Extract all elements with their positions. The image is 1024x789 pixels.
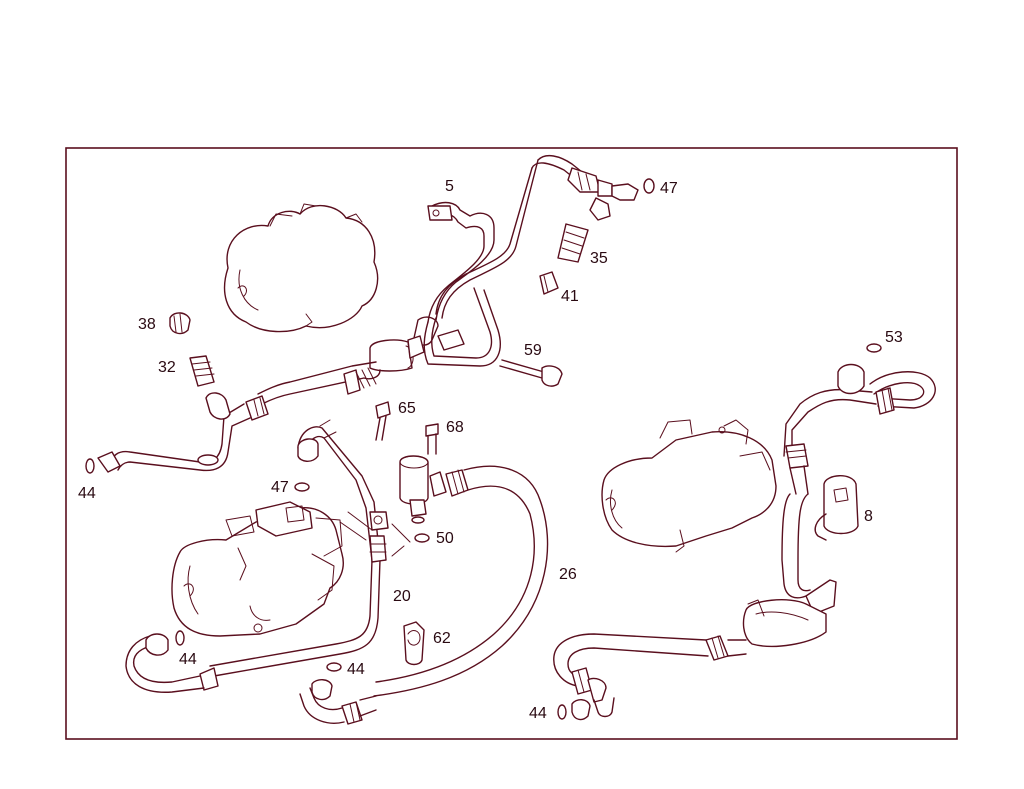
callout-38: 38 bbox=[138, 316, 156, 333]
diagram-frame bbox=[65, 147, 958, 740]
line-20 bbox=[125, 419, 389, 693]
callout-41: 41 bbox=[561, 288, 579, 305]
callout-68: 68 bbox=[446, 419, 464, 436]
pipe-assembly-5 bbox=[413, 154, 639, 367]
washer-44-right bbox=[557, 704, 567, 720]
compressor-top bbox=[223, 203, 379, 333]
callout-44-left: 44 bbox=[78, 485, 96, 502]
callout-35: 35 bbox=[590, 250, 608, 267]
clip-62 bbox=[403, 621, 425, 666]
callout-44-right: 44 bbox=[529, 705, 547, 722]
suction-line-top bbox=[97, 312, 425, 473]
callout-44-mid: 44 bbox=[179, 651, 197, 668]
compressor-bottom-left bbox=[171, 501, 344, 637]
washer-47-top bbox=[643, 178, 655, 194]
callout-50: 50 bbox=[436, 530, 454, 547]
washers bbox=[85, 178, 882, 720]
hose-26 bbox=[299, 455, 549, 725]
callout-26: 26 bbox=[559, 566, 577, 583]
callout-65: 65 bbox=[398, 400, 416, 417]
callout-8: 8 bbox=[864, 508, 873, 525]
washer-44-mid bbox=[175, 630, 185, 646]
callout-44-bottom: 44 bbox=[347, 661, 365, 678]
washer-50 bbox=[414, 533, 430, 543]
callout-32: 32 bbox=[158, 359, 176, 376]
washer-44-left bbox=[85, 458, 95, 474]
callout-47-top: 47 bbox=[660, 180, 678, 197]
callout-53: 53 bbox=[885, 329, 903, 346]
washer-53 bbox=[866, 343, 882, 353]
callout-labels: 5 47 35 41 38 32 59 65 68 53 44 47 50 8 … bbox=[78, 178, 903, 722]
leader-lines bbox=[339, 511, 411, 557]
washer-47-mid bbox=[294, 482, 310, 492]
line-right bbox=[553, 363, 936, 721]
washer-44-bottom bbox=[326, 662, 342, 672]
callout-47-mid: 47 bbox=[271, 479, 289, 496]
small-fittings bbox=[375, 223, 589, 455]
compressor-bottom-right bbox=[601, 419, 777, 553]
callout-59: 59 bbox=[524, 342, 542, 359]
callout-5: 5 bbox=[445, 178, 454, 195]
callout-62: 62 bbox=[433, 630, 451, 647]
callout-20: 20 bbox=[393, 588, 411, 605]
